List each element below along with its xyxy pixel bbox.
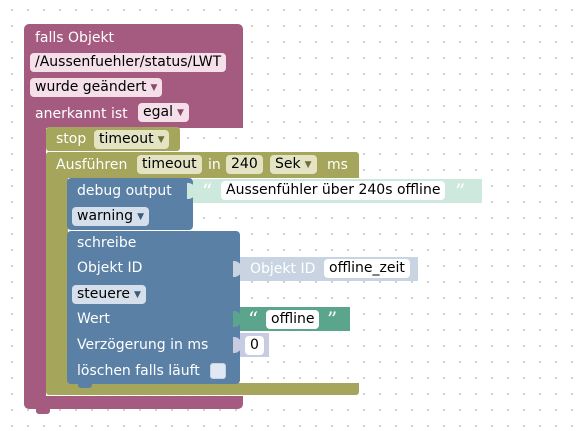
trigger-block[interactable] — [24, 24, 243, 128]
object-id-label: Objekt ID — [77, 260, 143, 276]
stop-label: stop — [56, 131, 87, 147]
stop-timeout-dropdown[interactable]: timeout▼ — [94, 130, 170, 149]
debug-label: debug output — [77, 183, 172, 199]
quote-close-icon: ” — [455, 179, 466, 203]
delay-number-connector — [233, 337, 242, 353]
timeout-label: Ausführen — [56, 157, 128, 173]
clear-label: löschen falls läuft — [77, 363, 200, 379]
ack-dropdown-value: egal — [143, 104, 173, 120]
unit-dropdown-value: Sek — [275, 156, 301, 172]
ack-label: anerkannt ist — [35, 106, 128, 122]
write-block-notch — [78, 384, 92, 388]
chevron-down-icon: ▼ — [176, 108, 184, 118]
write-mode-dropdown[interactable]: steuere▼ — [72, 285, 146, 304]
in-label: in — [208, 157, 221, 173]
unit-dropdown[interactable]: Sek▼ — [270, 155, 317, 174]
quote-open-icon: “ — [248, 307, 259, 331]
stop-timeout-value: timeout — [99, 131, 154, 147]
timeout-var-field[interactable]: timeout — [137, 155, 202, 174]
event-dropdown[interactable]: wurde geändert▼ — [30, 78, 163, 97]
value-field[interactable]: offline — [266, 310, 320, 329]
ack-dropdown[interactable]: egal▼ — [138, 103, 189, 122]
quote-open-icon: “ — [202, 179, 213, 203]
ms-label: ms — [327, 157, 348, 173]
delay-field[interactable]: 240 — [226, 155, 263, 174]
quote-close-icon: ” — [327, 307, 338, 331]
chevron-down-icon: ▼ — [133, 290, 141, 300]
trigger-block-spine — [24, 120, 46, 402]
value-label: Wert — [77, 311, 110, 327]
trigger-title: falls Objekt — [35, 30, 115, 46]
object-id-connector — [233, 261, 242, 277]
chevron-down-icon: ▼ — [157, 135, 165, 145]
debug-level-value: warning — [77, 208, 134, 224]
timeout-block-spine — [46, 176, 68, 388]
debug-text-connector — [187, 183, 196, 199]
object-path-field[interactable]: /Aussenfuehler/status/LWT — [30, 53, 227, 72]
chevron-down-icon: ▼ — [304, 160, 312, 170]
write-title: schreibe — [77, 235, 137, 251]
delay-number-field[interactable]: 0 — [245, 336, 264, 355]
clear-running-checkbox[interactable] — [210, 363, 226, 379]
trigger-block-bottom — [24, 396, 243, 409]
object-id-field[interactable]: offline_zeit — [324, 259, 410, 278]
trigger-block-notch — [36, 409, 50, 414]
chevron-down-icon: ▼ — [137, 212, 144, 222]
delay-label: Verzögerung in ms — [77, 337, 209, 353]
chevron-down-icon: ▼ — [150, 83, 158, 93]
value-text-connector — [233, 311, 242, 327]
event-dropdown-value: wurde geändert — [35, 79, 147, 95]
timeout-block-bottom — [46, 383, 359, 395]
debug-level-dropdown[interactable]: warning▼ — [72, 207, 149, 226]
object-id-prefix: Objekt ID — [250, 261, 316, 277]
write-block[interactable] — [67, 231, 240, 384]
debug-message-field[interactable]: Aussenfühler über 240s offline — [221, 181, 446, 200]
write-mode-value: steuere — [77, 286, 130, 302]
